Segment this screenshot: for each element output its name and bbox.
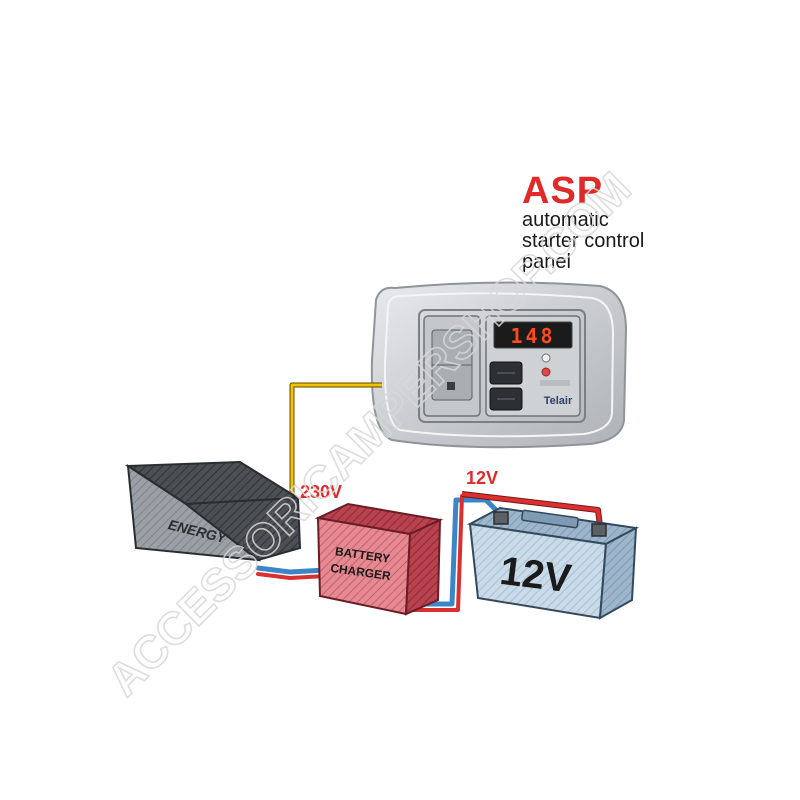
- battery-terminal-negative: [493, 511, 509, 525]
- battery-side: [598, 526, 638, 620]
- charger-side: [404, 518, 442, 616]
- asp-title: ASP: [522, 170, 604, 212]
- energy-side: [183, 496, 302, 562]
- panel-brand-logo: Telair: [544, 395, 573, 407]
- energy-unit: ENERGY: [124, 460, 302, 562]
- voltage-12-wire-label: 12V: [466, 468, 498, 488]
- battery-12v: 12V: [466, 506, 640, 620]
- panel-status-led-red: [541, 367, 551, 377]
- panel-switch-led: [447, 382, 455, 390]
- wire-energy-to-charger-red: [256, 572, 328, 581]
- panel-label-strip: [540, 380, 570, 386]
- asp-subtitle-line-2: starter control: [522, 230, 645, 252]
- asp-subtitle-line-3: panel: [522, 251, 571, 273]
- wire-energy-to-charger-blue: [255, 565, 329, 575]
- battery-label: 12V: [498, 549, 574, 601]
- panel-status-led-green: [541, 353, 551, 363]
- asp-heading: ASP automatic starter control panel: [522, 172, 762, 273]
- asp-subtitle-line-1: automatic: [522, 209, 609, 231]
- voltage-230-label: 230V: [300, 482, 342, 502]
- wire-12v-red-core: [461, 492, 602, 527]
- panel-display: [493, 321, 573, 349]
- battery-cap-bar: [521, 509, 579, 529]
- wire-charger-to-battery-blue: [406, 497, 500, 607]
- asp-control-panel: 148 Telair: [370, 281, 628, 449]
- panel-frame-highlight: [383, 292, 615, 438]
- battery-terminal-positive: [591, 523, 607, 537]
- battery-charger: BATTERY CHARGER: [314, 502, 444, 616]
- panel-display-readout: 148: [510, 324, 555, 348]
